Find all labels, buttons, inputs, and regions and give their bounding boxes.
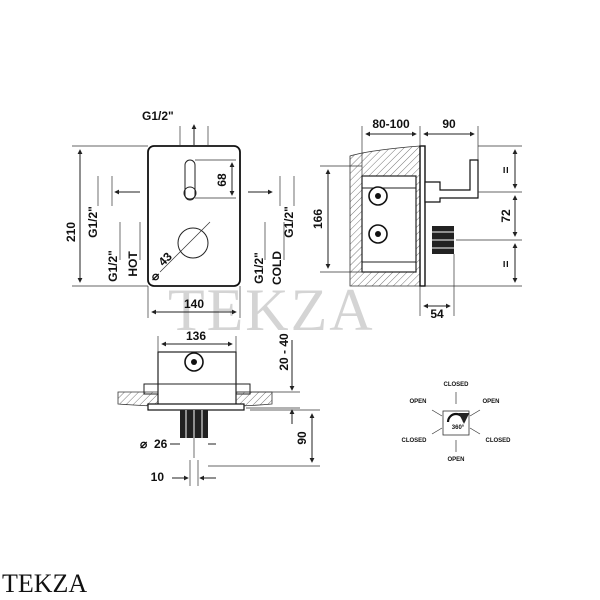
top-width: 136 (186, 329, 206, 343)
front-hot-thread: G1/2" (106, 250, 120, 282)
front-left-thread: G1/2" (86, 206, 100, 238)
lever-slot (184, 159, 196, 201)
rotation-diagram (431, 392, 481, 452)
top-offset: 10 (151, 470, 165, 484)
top-length: 90 (295, 431, 309, 445)
rotation-left: CLOSED (401, 438, 427, 444)
front-view (72, 124, 295, 318)
lever-pivot (183, 186, 197, 200)
front-cold-thread: G1/2" (252, 252, 266, 284)
side-eq-top: = (499, 166, 513, 173)
top-view (117, 336, 320, 486)
side-depth-range: 80-100 (372, 117, 410, 131)
front-hot-label: HOT (126, 251, 140, 277)
side-axis-distance: 72 (499, 209, 513, 223)
front-right-thread: G1/2" (282, 206, 296, 238)
rotation-top: CLOSED (443, 382, 469, 388)
top-pipe-diameter: 26 (154, 437, 168, 451)
front-top-thread: G1/2" (142, 109, 174, 123)
diameter-symbol-pipe: ⌀ (140, 437, 148, 451)
rotation-top-right: OPEN (482, 399, 499, 405)
front-lever-height: 68 (215, 173, 229, 187)
top-wall-range: 20 - 40 (277, 333, 291, 371)
knob-circle (177, 227, 209, 259)
rotation-top-left: OPEN (409, 399, 426, 405)
front-cold-label: COLD (270, 251, 284, 285)
brand-logo: TEKZA (2, 569, 87, 598)
diameter-symbol-knob: ⌀ (152, 269, 160, 283)
rotation-right: CLOSED (485, 438, 511, 444)
front-knob-diameter: 43 (155, 249, 175, 269)
rotation-bottom: OPEN (447, 457, 464, 463)
side-projection: 90 (442, 117, 456, 131)
side-lever (424, 159, 479, 203)
rotation-arrow-icon (446, 412, 470, 424)
side-outlet: 54 (430, 307, 444, 321)
front-width: 140 (184, 297, 204, 311)
side-view (320, 126, 522, 316)
side-plate (419, 145, 426, 287)
valve-body (361, 175, 417, 273)
front-plate (147, 145, 241, 287)
side-height: 166 (311, 209, 325, 229)
side-eq-bottom: = (499, 260, 513, 267)
rotation-center: 360° (452, 425, 465, 431)
front-height: 210 (64, 222, 78, 242)
